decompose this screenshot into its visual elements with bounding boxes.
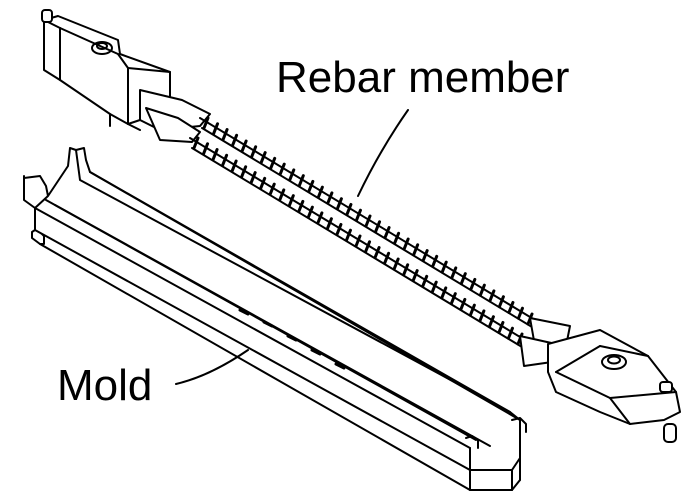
rebar-rib bbox=[411, 269, 419, 283]
rebar-rib bbox=[478, 309, 486, 323]
mold-leader-line bbox=[175, 349, 249, 385]
rebar-rib bbox=[212, 122, 220, 136]
mold-front-top-edge bbox=[23, 175, 49, 197]
rebar-ribs-upper bbox=[202, 116, 534, 326]
rebar-rib bbox=[250, 145, 258, 159]
rebar-rib bbox=[402, 263, 410, 277]
rebar-rib bbox=[402, 237, 410, 251]
rebar-rib bbox=[354, 208, 362, 222]
mold-slots bbox=[238, 308, 346, 370]
rebar-bars bbox=[189, 116, 538, 351]
rebar-rib bbox=[259, 176, 267, 190]
rebar-rib bbox=[345, 202, 353, 216]
rebar-rib bbox=[278, 162, 286, 176]
rebar-rib bbox=[230, 159, 238, 173]
rebar-rib bbox=[240, 139, 248, 153]
rebar-rib bbox=[449, 292, 457, 306]
rebar-rib bbox=[373, 246, 381, 260]
rebar-member-label: Rebar member bbox=[276, 53, 570, 102]
rebar-rib bbox=[421, 249, 429, 263]
rebar-rib bbox=[488, 289, 496, 303]
rebar-rib bbox=[430, 280, 438, 294]
rebar-rib bbox=[450, 266, 458, 280]
rebar-rib bbox=[287, 194, 295, 208]
rebar-rib bbox=[497, 320, 505, 334]
rebar-rib bbox=[278, 188, 286, 202]
rebar-rib bbox=[307, 179, 315, 193]
rebar-rib bbox=[469, 277, 477, 291]
mold-right-end bbox=[465, 435, 479, 449]
rebar-rib bbox=[412, 243, 420, 257]
rebar-rib bbox=[240, 165, 248, 179]
rebar-rib bbox=[221, 153, 229, 167]
rebar-rib bbox=[231, 133, 239, 147]
rebar-rib bbox=[268, 182, 276, 196]
rebar-rib bbox=[221, 128, 229, 142]
rebar-right-hole bbox=[601, 354, 627, 370]
rebar-rib bbox=[383, 251, 391, 265]
rebar-rib bbox=[306, 205, 314, 219]
rebar-ribs-lower bbox=[192, 136, 524, 346]
rebar-rib bbox=[383, 226, 391, 240]
rebar-rib bbox=[421, 274, 429, 288]
rebar-rib bbox=[325, 217, 333, 231]
rebar-rib bbox=[335, 197, 343, 211]
rebar-rib bbox=[297, 199, 305, 213]
rebar-rib bbox=[374, 220, 382, 234]
mold bbox=[23, 147, 527, 491]
rebar-rib bbox=[364, 214, 372, 228]
rebar-rib bbox=[364, 240, 372, 254]
rebar-rib bbox=[507, 300, 515, 314]
rebar-rib bbox=[392, 257, 400, 271]
rebar-rib bbox=[459, 297, 467, 311]
rebar-rib bbox=[354, 234, 362, 248]
rebar-rib bbox=[506, 326, 514, 340]
rebar-rib bbox=[288, 168, 296, 182]
rebar-rib bbox=[440, 260, 448, 274]
rebar-rib bbox=[316, 211, 324, 225]
rebar-rib bbox=[478, 283, 486, 297]
rebar-rib bbox=[316, 185, 324, 199]
rebar-member bbox=[41, 9, 681, 443]
rebar-rib bbox=[211, 148, 219, 162]
rebar-rib bbox=[192, 136, 200, 150]
rebar-rib bbox=[269, 156, 277, 170]
rebar-rib bbox=[459, 272, 467, 286]
rebar-rib bbox=[297, 174, 305, 188]
mold-front-bottom-line bbox=[39, 243, 471, 491]
rebar-rib bbox=[249, 171, 257, 185]
rebar-rib bbox=[202, 142, 210, 156]
rebar-rib bbox=[202, 116, 210, 130]
rebar-rib bbox=[487, 315, 495, 329]
rebar-rib bbox=[440, 286, 448, 300]
rebar-left-end-block bbox=[41, 9, 211, 143]
rebar-rib bbox=[335, 222, 343, 236]
rebar-rib bbox=[259, 151, 267, 165]
mold-front-wall-line bbox=[34, 207, 471, 449]
rebar-rib bbox=[468, 303, 476, 317]
rebar-leader-line bbox=[357, 109, 409, 197]
rebar-rib bbox=[326, 191, 334, 205]
rebar-rib bbox=[393, 231, 401, 245]
rebar-rib bbox=[497, 295, 505, 309]
rebar-rib bbox=[516, 306, 524, 320]
rebar-right-end-block bbox=[519, 317, 681, 443]
mold-label: Mold bbox=[57, 361, 153, 410]
rebar-rib bbox=[344, 228, 352, 242]
rebar-rib bbox=[431, 254, 439, 268]
